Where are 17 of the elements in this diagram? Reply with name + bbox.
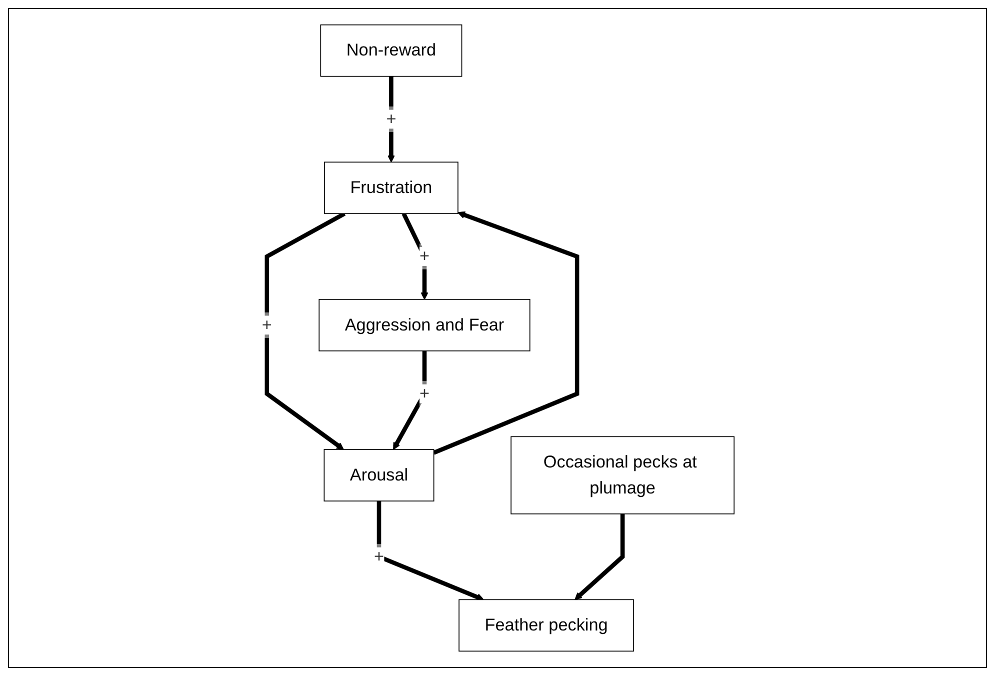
- arrow: [432, 211, 579, 455]
- arrow: [401, 212, 428, 300]
- edge-label: +: [373, 547, 384, 566]
- arrow: [376, 501, 484, 601]
- arrow: [264, 212, 346, 450]
- edge-label: +: [418, 384, 430, 404]
- edge-label: +: [418, 247, 430, 266]
- node-box: Aggression and Fear: [318, 298, 530, 352]
- node-box: Occasional pecks at plumage: [510, 436, 734, 514]
- node-box: Feather pecking: [458, 599, 634, 652]
- arrow: [574, 514, 624, 600]
- arrow: [392, 350, 426, 450]
- edge-label: +: [261, 316, 272, 335]
- edge-label: +: [386, 110, 396, 129]
- node-box: Non-reward: [320, 24, 462, 77]
- node-box: Frustration: [324, 162, 458, 214]
- node-box: Arousal: [323, 449, 434, 502]
